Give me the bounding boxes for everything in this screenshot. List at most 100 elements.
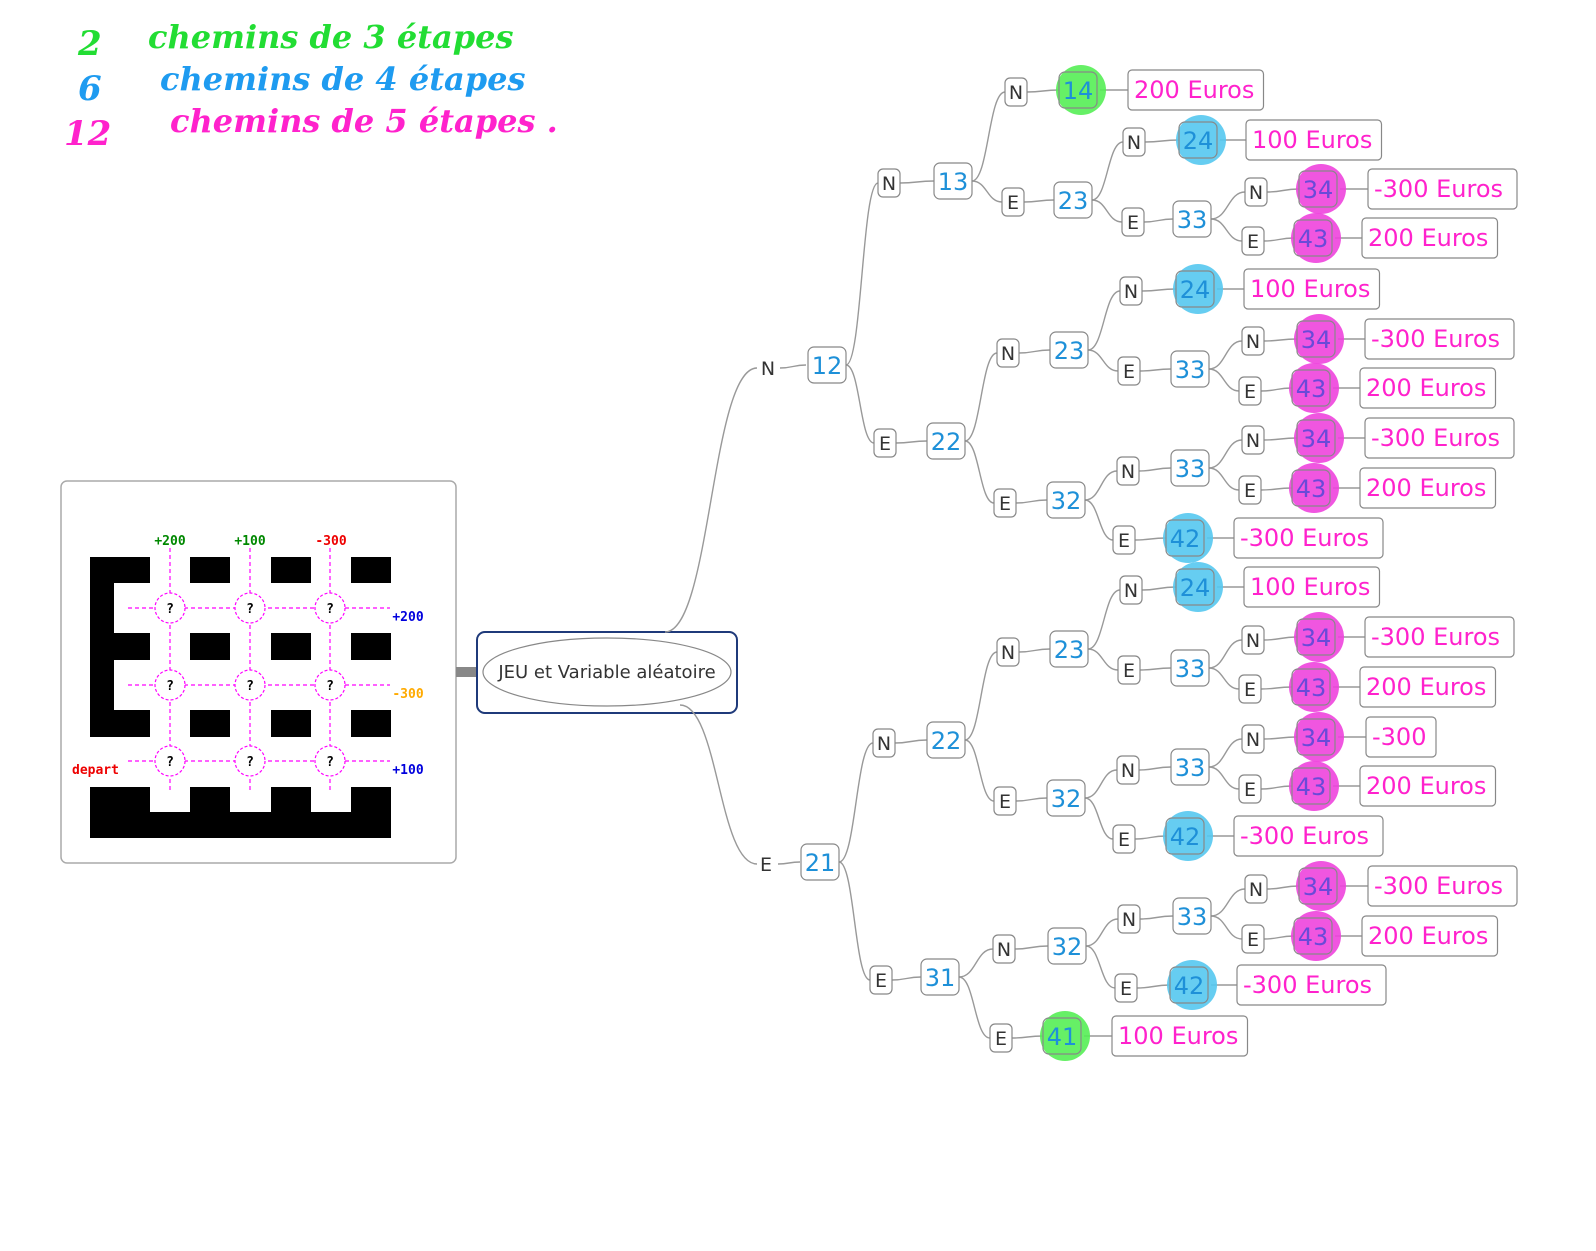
position-node[interactable]: 33 bbox=[1170, 649, 1210, 687]
branch-label-E[interactable]: E bbox=[1112, 525, 1136, 555]
branch-label-N[interactable]: N bbox=[1116, 755, 1140, 785]
branch-label-E[interactable]: E bbox=[989, 1023, 1013, 1053]
position-node[interactable]: 43 bbox=[1289, 662, 1339, 712]
outcome-value[interactable]: 200 Euros bbox=[1359, 367, 1497, 409]
outcome-value[interactable]: -300 Euros bbox=[1236, 964, 1387, 1006]
position-node[interactable]: 14 bbox=[1056, 65, 1106, 115]
position-node[interactable]: 34 bbox=[1294, 413, 1344, 463]
position-node[interactable]: 23 bbox=[1053, 181, 1093, 219]
position-node[interactable]: 12 bbox=[807, 346, 847, 384]
position-node[interactable]: 43 bbox=[1291, 911, 1341, 961]
outcome-value[interactable]: 200 Euros bbox=[1361, 217, 1499, 259]
position-node[interactable]: 34 bbox=[1294, 612, 1344, 662]
outcome-value[interactable]: -300 Euros bbox=[1364, 616, 1515, 658]
position-node[interactable]: 23 bbox=[1049, 630, 1089, 668]
branch-label-E[interactable]: E bbox=[1238, 475, 1262, 505]
position-node-label: 43 bbox=[1296, 773, 1327, 801]
branch-label-N[interactable]: N bbox=[1244, 177, 1268, 207]
position-node[interactable]: 32 bbox=[1046, 779, 1086, 817]
position-node[interactable]: 33 bbox=[1170, 449, 1210, 487]
branch-label-E[interactable]: E bbox=[1241, 924, 1265, 954]
outcome-value[interactable]: -300 Euros bbox=[1364, 318, 1515, 360]
branch-label-N[interactable]: N bbox=[872, 728, 896, 758]
branch-label-N[interactable]: N bbox=[1119, 575, 1143, 605]
branch-label-E[interactable]: E bbox=[1117, 655, 1141, 685]
branch-label-E[interactable]: E bbox=[1238, 774, 1262, 804]
position-node[interactable]: 42 bbox=[1163, 513, 1213, 563]
outcome-value[interactable]: -300 Euros bbox=[1233, 815, 1384, 857]
position-node[interactable]: 22 bbox=[926, 721, 966, 759]
central-topic[interactable]: JEU et Variable aléatoire bbox=[476, 631, 738, 714]
position-node[interactable]: 34 bbox=[1296, 861, 1346, 911]
branch-label-N[interactable]: N bbox=[1116, 456, 1140, 486]
position-node[interactable]: 43 bbox=[1291, 213, 1341, 263]
branch-label-E[interactable]: E bbox=[1238, 674, 1262, 704]
outcome-value[interactable]: 200 Euros bbox=[1359, 467, 1497, 509]
position-node[interactable]: 34 bbox=[1294, 314, 1344, 364]
outcome-value[interactable]: 200 Euros bbox=[1127, 69, 1265, 111]
branch-label-N[interactable]: N bbox=[996, 637, 1020, 667]
branch-label-E[interactable]: E bbox=[1238, 376, 1262, 406]
position-node[interactable]: 33 bbox=[1172, 200, 1212, 238]
branch-label-N[interactable]: N bbox=[1241, 724, 1265, 754]
position-node[interactable]: 43 bbox=[1289, 463, 1339, 513]
outcome-value[interactable]: 100 Euros bbox=[1245, 119, 1383, 161]
position-node[interactable]: 13 bbox=[933, 162, 973, 200]
branch-label-N[interactable]: N bbox=[761, 358, 775, 380]
position-node[interactable]: 33 bbox=[1170, 350, 1210, 388]
position-node[interactable]: 41 bbox=[1040, 1011, 1090, 1061]
outcome-value[interactable]: -300 Euros bbox=[1367, 865, 1518, 907]
position-node[interactable]: 42 bbox=[1167, 960, 1217, 1010]
position-node[interactable]: 43 bbox=[1289, 761, 1339, 811]
branch-label-N[interactable]: N bbox=[1241, 425, 1265, 455]
position-node[interactable]: 32 bbox=[1046, 481, 1086, 519]
position-node[interactable]: 43 bbox=[1289, 363, 1339, 413]
branch-label-E[interactable]: E bbox=[1121, 207, 1145, 237]
branch-label-E[interactable]: E bbox=[869, 965, 893, 995]
branch-label-N[interactable]: N bbox=[1004, 77, 1028, 107]
outcome-value[interactable]: 200 Euros bbox=[1359, 765, 1497, 807]
position-node[interactable]: 22 bbox=[926, 422, 966, 460]
outcome-value[interactable]: -300 bbox=[1365, 716, 1437, 758]
position-node[interactable]: 24 bbox=[1176, 115, 1226, 165]
branch-label-N[interactable]: N bbox=[992, 934, 1016, 964]
position-node[interactable]: 24 bbox=[1173, 264, 1223, 314]
branch-label-N[interactable]: N bbox=[1241, 326, 1265, 356]
branch-label-N[interactable]: N bbox=[996, 338, 1020, 368]
position-node[interactable]: 33 bbox=[1170, 748, 1210, 786]
outcome-value[interactable]: 200 Euros bbox=[1361, 915, 1499, 957]
position-node[interactable]: 34 bbox=[1294, 712, 1344, 762]
position-node[interactable]: 23 bbox=[1049, 331, 1089, 369]
branch-label-E[interactable]: E bbox=[1001, 187, 1025, 217]
tree-edge bbox=[899, 180, 935, 184]
branch-label-N[interactable]: N bbox=[1241, 625, 1265, 655]
outcome-value[interactable]: 200 Euros bbox=[1359, 666, 1497, 708]
branch-label-E[interactable]: E bbox=[1241, 226, 1265, 256]
branch-label-E[interactable]: E bbox=[993, 786, 1017, 816]
branch-label-E[interactable]: E bbox=[873, 428, 897, 458]
branch-label-E[interactable]: E bbox=[1112, 824, 1136, 854]
branch-label-N[interactable]: N bbox=[1122, 127, 1146, 157]
position-node[interactable]: 24 bbox=[1173, 562, 1223, 612]
branch-label-N[interactable]: N bbox=[877, 168, 901, 198]
branch-label-N[interactable]: N bbox=[1119, 276, 1143, 306]
position-node[interactable]: 33 bbox=[1172, 897, 1212, 935]
outcome-value[interactable]: -300 Euros bbox=[1367, 168, 1518, 210]
branch-label-E[interactable]: E bbox=[1114, 973, 1138, 1003]
outcome-value[interactable]: -300 Euros bbox=[1364, 417, 1515, 459]
outcome-value[interactable]: -300 Euros bbox=[1233, 517, 1384, 559]
branch-label-N[interactable]: N bbox=[1244, 874, 1268, 904]
outcome-value[interactable]: 100 Euros bbox=[1243, 566, 1381, 608]
branch-label-E[interactable]: E bbox=[1117, 356, 1141, 386]
position-node[interactable]: 32 bbox=[1047, 927, 1087, 965]
outcome-value[interactable]: 100 Euros bbox=[1111, 1015, 1249, 1057]
position-node[interactable]: 21 bbox=[800, 843, 840, 881]
branch-label-E[interactable]: E bbox=[760, 854, 772, 876]
position-node[interactable]: 34 bbox=[1296, 164, 1346, 214]
branch-label-E[interactable]: E bbox=[993, 488, 1017, 518]
branch-label-N[interactable]: N bbox=[1117, 904, 1141, 934]
position-node[interactable]: 42 bbox=[1163, 811, 1213, 861]
maze-block bbox=[190, 710, 230, 737]
position-node[interactable]: 31 bbox=[920, 958, 960, 996]
outcome-value[interactable]: 100 Euros bbox=[1243, 268, 1381, 310]
